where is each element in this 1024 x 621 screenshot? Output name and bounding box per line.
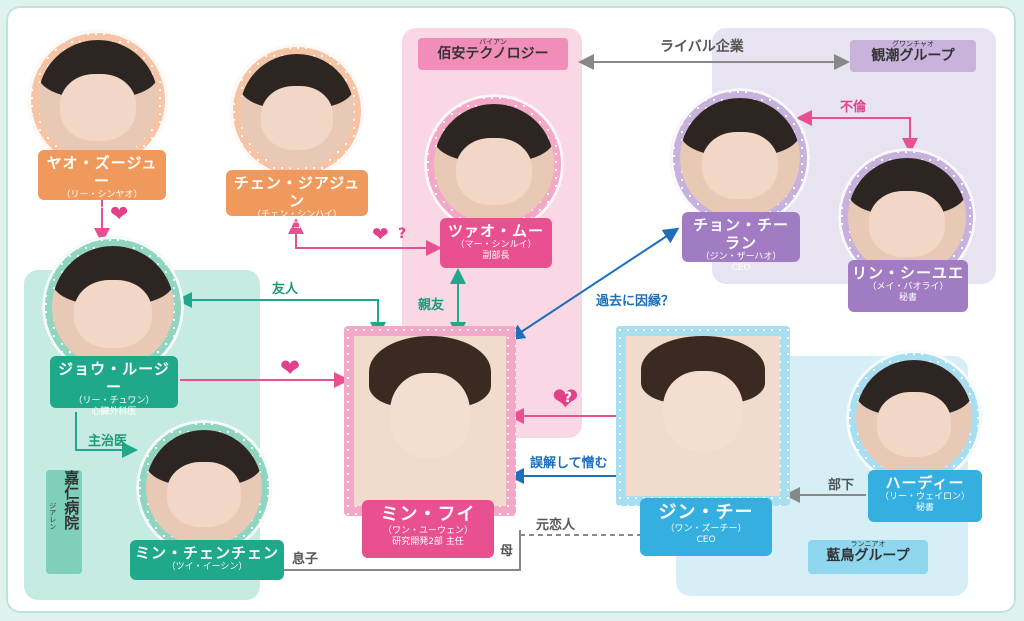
label-ex-lover: 元恋人: [536, 518, 576, 533]
heart-icon: ❤: [280, 354, 301, 382]
name-jinchi: ジン・チー: [658, 502, 754, 523]
org-baian-tag: バイアン 佰安テクノロジー: [418, 38, 568, 70]
org-guanchao-ruby: グワンチャオ: [892, 40, 934, 48]
card-lin: リン・シーユエ （メイ・バオライ） 秘書: [848, 260, 968, 312]
role-zhong: CEO: [731, 263, 751, 273]
role-zhou: 心臓外科医: [91, 407, 137, 417]
org-baian-ruby: バイアン: [479, 38, 507, 46]
label-misunderstand: 誤解して憎む: [530, 456, 608, 471]
reading-jinchi: （ワン・ズーチー）: [665, 524, 747, 534]
name-zhou: ジョウ・ルージー: [58, 360, 170, 396]
org-lanniao-name: 藍鳥グループ: [826, 548, 910, 564]
photo-zhong: [670, 88, 810, 228]
org-guanchao-name: 観潮グループ: [871, 48, 955, 64]
name-lin: リン・シーユエ: [852, 264, 965, 282]
photo-chen: [230, 44, 364, 178]
label-affair: 不倫: [840, 100, 867, 115]
photo-min: [344, 326, 516, 516]
photo-son: [136, 420, 272, 556]
card-zhong: チョン・チーラン （ジン・ザーハオ） CEO: [682, 212, 800, 273]
reading-son: （ツイ・イーシン）: [166, 562, 248, 572]
org-lanniao-tag: ランニアオ 藍鳥グループ: [808, 540, 928, 574]
label-subordinate: 部下: [828, 478, 855, 493]
name-zhong: チョン・チーラン: [692, 216, 789, 252]
heart-question-mark: ?: [398, 226, 407, 242]
line-son-mother: [284, 530, 521, 571]
role-chen: 水泳コーチ: [274, 221, 320, 231]
card-min: ミン・フイ （ワン・ユーウェン） 研究開発2部 主任: [362, 500, 494, 558]
heart-center-question-mark: ?: [564, 390, 573, 406]
card-zhou: ジョウ・ルージー （リー・チュワン） 心臓外科医: [50, 356, 178, 417]
line-affair: [796, 110, 918, 154]
role-zhao: 副部長: [482, 251, 510, 261]
reading-yao: （リー・シンヤオ）: [61, 190, 143, 200]
reading-hardy: （リー・ウェイロン）: [879, 492, 970, 502]
card-hardy: ハーディー （リー・ウェイロン） 秘書: [868, 470, 982, 522]
role-yao: バレリーナ: [79, 201, 125, 211]
reading-lin: （メイ・バオライ）: [867, 282, 949, 292]
org-guanchao-tag: グワンチャオ 観潮グループ: [850, 40, 976, 72]
photo-zhao: [424, 94, 564, 234]
name-zhao: ツァオ・ムー: [447, 222, 544, 240]
label-friend: 友人: [272, 282, 299, 297]
photo-yao: [28, 30, 168, 170]
org-baian-name: 佰安テクノロジー: [437, 46, 549, 62]
role-min: 研究開発2部 主任: [392, 537, 464, 547]
name-min: ミン・フイ: [380, 504, 476, 525]
name-hardy: ハーディー: [885, 474, 965, 492]
line-friend: [176, 292, 386, 338]
heart-icon: ❤: [372, 222, 389, 246]
label-mother: 母: [500, 544, 514, 559]
reading-zhou: （リー・チュワン）: [73, 396, 155, 406]
photo-hardy: [846, 350, 982, 486]
reading-chen: （チェン・シンハイ）: [252, 210, 342, 220]
reading-min: （ワン・ユーウェン）: [382, 526, 473, 536]
name-son: ミン・チェンチェン: [134, 544, 279, 562]
org-jiaren-tag: ジアレン 嘉仁病院: [46, 470, 82, 574]
org-lanniao-ruby: ランニアオ: [850, 540, 886, 548]
photo-jinchi: [616, 326, 790, 506]
reading-zhong: （ジン・ザーハオ）: [700, 252, 782, 262]
name-chen: チェン・ジアジュン: [233, 174, 361, 210]
heart-icon: ❤: [110, 202, 129, 227]
org-jiaren-ruby: ジアレン: [48, 502, 57, 530]
card-yao: ヤオ・ズージュー （リー・シンヤオ） バレリーナ: [38, 150, 166, 211]
label-son: 息子: [292, 552, 319, 567]
label-doctor: 主治医: [88, 434, 128, 449]
card-jinchi: ジン・チー （ワン・ズーチー） CEO: [640, 498, 772, 556]
line-past: [508, 227, 680, 341]
card-zhao: ツァオ・ムー （マー・シンルイ） 副部長: [440, 218, 552, 268]
card-son: ミン・チェンチェン （ツイ・イーシン）: [130, 540, 284, 580]
line-doctor: [75, 412, 138, 458]
label-past: 過去に因縁？: [596, 294, 675, 309]
org-jiaren-name: 嘉仁病院: [62, 470, 81, 530]
line-chen-zhao: [288, 218, 442, 256]
reading-zhao: （マー・シンルイ）: [455, 240, 537, 250]
label-best-friend: 親友: [418, 298, 445, 313]
card-chen: チェン・ジアジュン （チェン・シンハイ） 水泳コーチ: [226, 170, 368, 231]
heart-icon: ❤: [552, 380, 579, 418]
role-lin: 秘書: [898, 293, 917, 303]
role-hardy: 秘書: [915, 503, 934, 513]
name-yao: ヤオ・ズージュー: [46, 154, 158, 190]
photo-zhou: [42, 236, 184, 378]
label-rival: ライバル企業: [660, 39, 744, 55]
role-jinchi: CEO: [696, 535, 716, 545]
